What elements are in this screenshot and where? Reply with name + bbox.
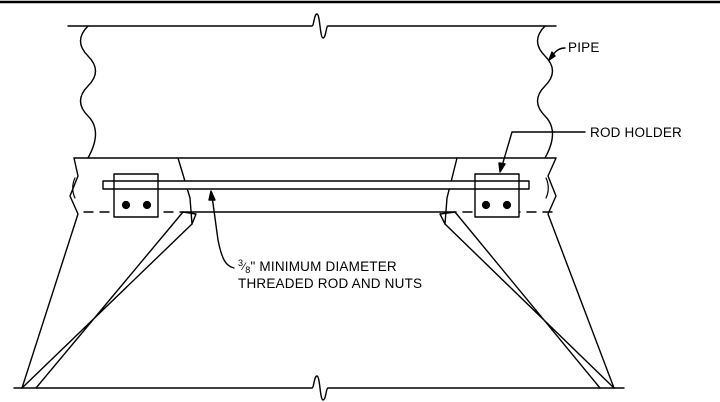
threaded-rod-label: 3⁄8" MINIMUM DIAMETER THREADED ROD AND N… xyxy=(238,258,423,292)
threaded-rod-label-line2: THREADED ROD AND NUTS xyxy=(238,276,423,291)
threaded-rod-leader-line xyxy=(211,195,235,269)
rod-holder-label: ROD HOLDER xyxy=(590,125,683,140)
saddle-right-outer-edge xyxy=(547,157,615,389)
threaded-rod-label-line1: 3⁄8" MINIMUM DIAMETER xyxy=(238,258,422,276)
pipe-label: PIPE xyxy=(568,40,600,55)
left-diagonal-strut xyxy=(21,211,197,389)
left-holder-bolt-1 xyxy=(121,200,131,210)
right-holder-bolt-2 xyxy=(502,200,512,210)
threaded-rod-label-text1: " MINIMUM DIAMETER xyxy=(250,259,397,274)
threaded-rod xyxy=(102,180,530,190)
rod-holder-leader-arrow xyxy=(498,162,506,173)
pipe-left-wavy-edge xyxy=(79,25,97,159)
fraction-denominator: 8 xyxy=(245,265,251,275)
pipe-top-edge xyxy=(67,13,557,39)
saddle-left-outer-edge xyxy=(21,157,79,389)
right-rod-holder xyxy=(474,173,520,218)
fraction-numerator: 3 xyxy=(238,258,244,268)
left-holder-bolt-2 xyxy=(142,200,152,210)
saddle-bottom-edge xyxy=(13,375,625,401)
rod-holder-leader-line xyxy=(501,131,586,167)
saddle-left-inner-top xyxy=(177,157,193,225)
pipe-right-wavy-edge xyxy=(536,25,554,159)
right-break-mark xyxy=(545,177,549,199)
left-rod-holder xyxy=(113,173,159,218)
right-diagonal-strut xyxy=(439,211,615,389)
pipe-leader-arrow xyxy=(548,51,556,61)
right-holder-bolt-1 xyxy=(481,200,491,210)
left-break-mark xyxy=(72,177,76,199)
fraction-three-eighths: 3⁄8 xyxy=(238,258,251,275)
saddle-right-inner-top xyxy=(444,157,458,225)
threaded-rod-leader-arrow xyxy=(208,190,216,201)
